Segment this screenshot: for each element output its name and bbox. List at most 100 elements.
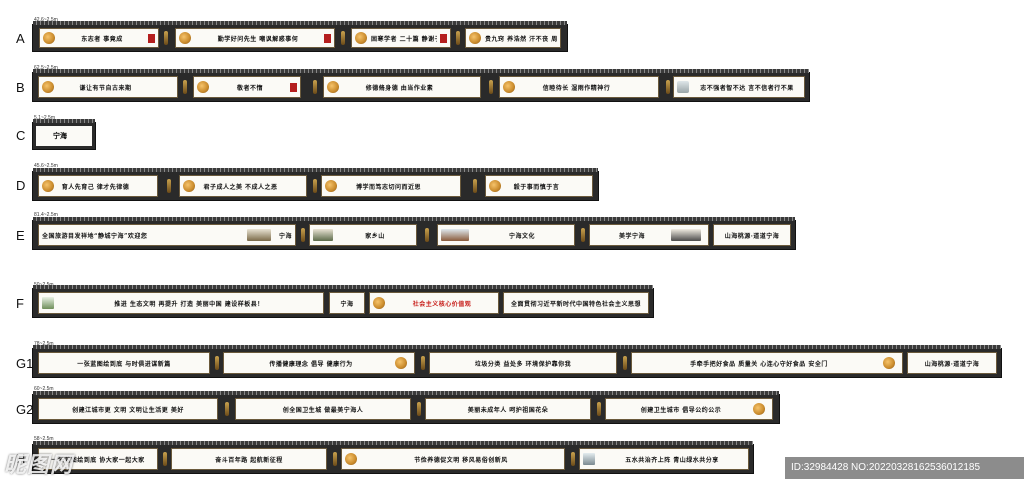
board-b: 谦让有节自古来期 敬者不惰 修德脩身德 由当作业素 信睦待长 湿雨作精神行 志不… xyxy=(32,69,810,102)
panel-fine-text xyxy=(156,82,174,92)
panel-text: 创建江城市更 文明 文明让生活更 美好 xyxy=(72,406,184,414)
panel-g1-4: 手牵手把好食品 质量关 心连心守好食品 安全门 xyxy=(631,352,903,374)
divider-ornament xyxy=(225,402,229,416)
panel-text: 宁海文化 xyxy=(508,232,535,240)
image-id-watermark: ID:32984428 NO:20220328162536012185 xyxy=(785,457,1024,479)
figure-icon xyxy=(325,180,337,192)
scene-icon xyxy=(441,229,469,241)
divider-ornament xyxy=(581,228,585,242)
skyline-icon xyxy=(671,229,701,241)
panel-text: 垃圾分类 益处多 环境保护靠你我 xyxy=(474,360,572,368)
panel-text: 谦让有节自古来期 xyxy=(79,84,132,92)
panel-e-1: 全国旅游目发祥地“静城宁海”欢迎您宁海 xyxy=(38,224,296,246)
dimension-e: 81.4~2.5m xyxy=(34,212,58,218)
panel-text: 节俭养德促文明 移风易俗创新风 xyxy=(414,456,508,464)
panel-text: 宁海 xyxy=(53,131,67,140)
figure-icon xyxy=(197,81,209,93)
landscape-icon xyxy=(583,453,595,465)
panel-text: 推进 生态文明 再提升 打造 美丽中国 建设样板县！ xyxy=(114,300,264,308)
panel-text: 五水共治齐上阵 青山绿水共分享 xyxy=(625,456,719,464)
figure-icon xyxy=(183,180,195,192)
panel-h-2: 奋斗百年路 起航新征程 xyxy=(171,448,327,470)
board-e: 全国旅游目发祥地“静城宁海”欢迎您宁海 家乡山 宁海文化 美学宁海 山海桃源·道… xyxy=(32,217,796,250)
divider-ornament xyxy=(313,80,317,94)
dimension-g1: 78~2.5m xyxy=(34,341,54,347)
panel-b-4: 信睦待长 湿雨作精神行 xyxy=(499,76,659,98)
divider-ornament xyxy=(597,402,601,416)
divider-ornament xyxy=(421,356,425,370)
panel-h-3: 节俭养德促文明 移风易俗创新风 xyxy=(341,448,565,470)
panel-text: 修德脩身德 由当作业素 xyxy=(365,84,434,92)
figure-icon xyxy=(327,81,339,93)
figure-icon xyxy=(469,32,481,44)
dimension-a: 42.6~2.5m xyxy=(34,17,58,23)
panel-f-3: 社会主义核心价值观 xyxy=(369,292,499,314)
panel-text: 毅于事而慎于言 xyxy=(513,183,560,191)
panel-text: 君子成人之美 不成人之恶 xyxy=(203,183,278,191)
landscape-icon xyxy=(42,297,54,309)
panel-g1-1: 一张蓝图绘到底 与时俱进谋新篇 xyxy=(38,352,210,374)
panel-text: 创建卫生城市 倡导公约公示 xyxy=(640,406,722,414)
row-label-g1: G1 xyxy=(16,356,34,371)
panel-b-1: 谦让有节自古来期 xyxy=(38,76,178,98)
dimension-g2: 60~2.5m xyxy=(34,386,54,392)
row-label-c: C xyxy=(16,128,26,143)
panel-fine-text xyxy=(136,181,154,191)
panel-d-1: 育人先育己 律才先律德 xyxy=(38,175,158,197)
divider-ornament xyxy=(164,31,168,45)
pavilion-icon xyxy=(313,229,333,241)
panel-fine-text xyxy=(571,181,589,191)
figure-icon xyxy=(345,453,357,465)
gate-icon xyxy=(246,229,271,241)
panel-a-2: 勤学好问先生 嘲讽解惑事何 xyxy=(175,28,335,48)
row-label-e: E xyxy=(16,228,25,243)
divider-ornament xyxy=(301,228,305,242)
row-label-h: H xyxy=(16,451,26,466)
panel-g2-1: 创建江城市更 文明 文明让生活更 美好 xyxy=(38,398,218,420)
food-icon xyxy=(883,357,895,369)
panel-f-2: 宁海 xyxy=(329,292,365,314)
panel-fine-text xyxy=(637,82,655,92)
panel-text: 宁海 xyxy=(340,300,354,308)
figure-icon xyxy=(42,81,54,93)
dimension-h: 58~2.5m xyxy=(34,436,54,442)
row-label-a: A xyxy=(16,31,25,46)
board-a: 东志者 事竟成 勤学好问先生 嘲讽解惑事何 固寒学者 二十篇 静谢子 星夜言 贵… xyxy=(32,21,568,52)
divider-ornament xyxy=(183,80,187,94)
row-label-f: F xyxy=(16,296,24,311)
panel-e-5: 山海桃源·道道宁海 xyxy=(713,224,791,246)
figure-icon xyxy=(355,32,367,44)
figure-icon xyxy=(395,357,407,369)
panel-text: 社会主义核心价值观 xyxy=(412,300,472,308)
row-label-g2: G2 xyxy=(16,402,34,417)
divider-ornament xyxy=(666,80,670,94)
divider-ornament xyxy=(425,228,429,242)
divider-ornament xyxy=(341,31,345,45)
panel-text: 奋斗百年路 起航新征程 xyxy=(215,456,283,464)
panel-a-1: 东志者 事竟成 xyxy=(39,28,159,48)
divider-ornament xyxy=(473,179,477,193)
panel-text: 信睦待长 湿雨作精神行 xyxy=(542,84,611,92)
panel-g2-3: 美丽未成年人 呵护祖国花朵 xyxy=(425,398,591,420)
panel-c-1: 宁海 xyxy=(36,126,92,146)
figure-icon xyxy=(753,403,765,415)
board-f: 推进 生态文明 再提升 打造 美丽中国 建设样板县！ 宁海 社会主义核心价值观 … xyxy=(32,285,654,318)
panel-text: 一张蓝图绘到底 协大家一起大家 xyxy=(51,456,145,464)
panel-a-3: 固寒学者 二十篇 静谢子 星夜言 xyxy=(351,28,451,48)
panel-e-3: 宁海文化 xyxy=(437,224,575,246)
board-g2: 创建江城市更 文明 文明让生活更 美好 创全国卫生城 做最美宁海人 美丽未成年人… xyxy=(32,391,780,424)
panel-text: 全面贯彻习近平新时代中国特色社会主义思想 xyxy=(510,300,641,308)
panel-text: 手牵手把好食品 质量关 心连心守好食品 安全门 xyxy=(690,360,828,368)
panel-fine-text xyxy=(285,181,303,191)
seal-icon xyxy=(324,33,331,43)
dimension-d: 45.6~2.5m xyxy=(34,163,58,169)
panel-text: 宁海 xyxy=(278,232,292,240)
panel-e-4: 美学宁海 xyxy=(589,224,709,246)
dimension-b: 62.5~2.5m xyxy=(34,65,58,71)
divider-ornament xyxy=(167,179,171,193)
panel-text: 山海桃源·道道宁海 xyxy=(924,360,980,368)
panel-text: 敬者不惰 xyxy=(236,84,263,92)
figure-icon xyxy=(373,297,385,309)
panel-text: 家乡山 xyxy=(365,232,385,240)
figure-icon xyxy=(489,180,501,192)
